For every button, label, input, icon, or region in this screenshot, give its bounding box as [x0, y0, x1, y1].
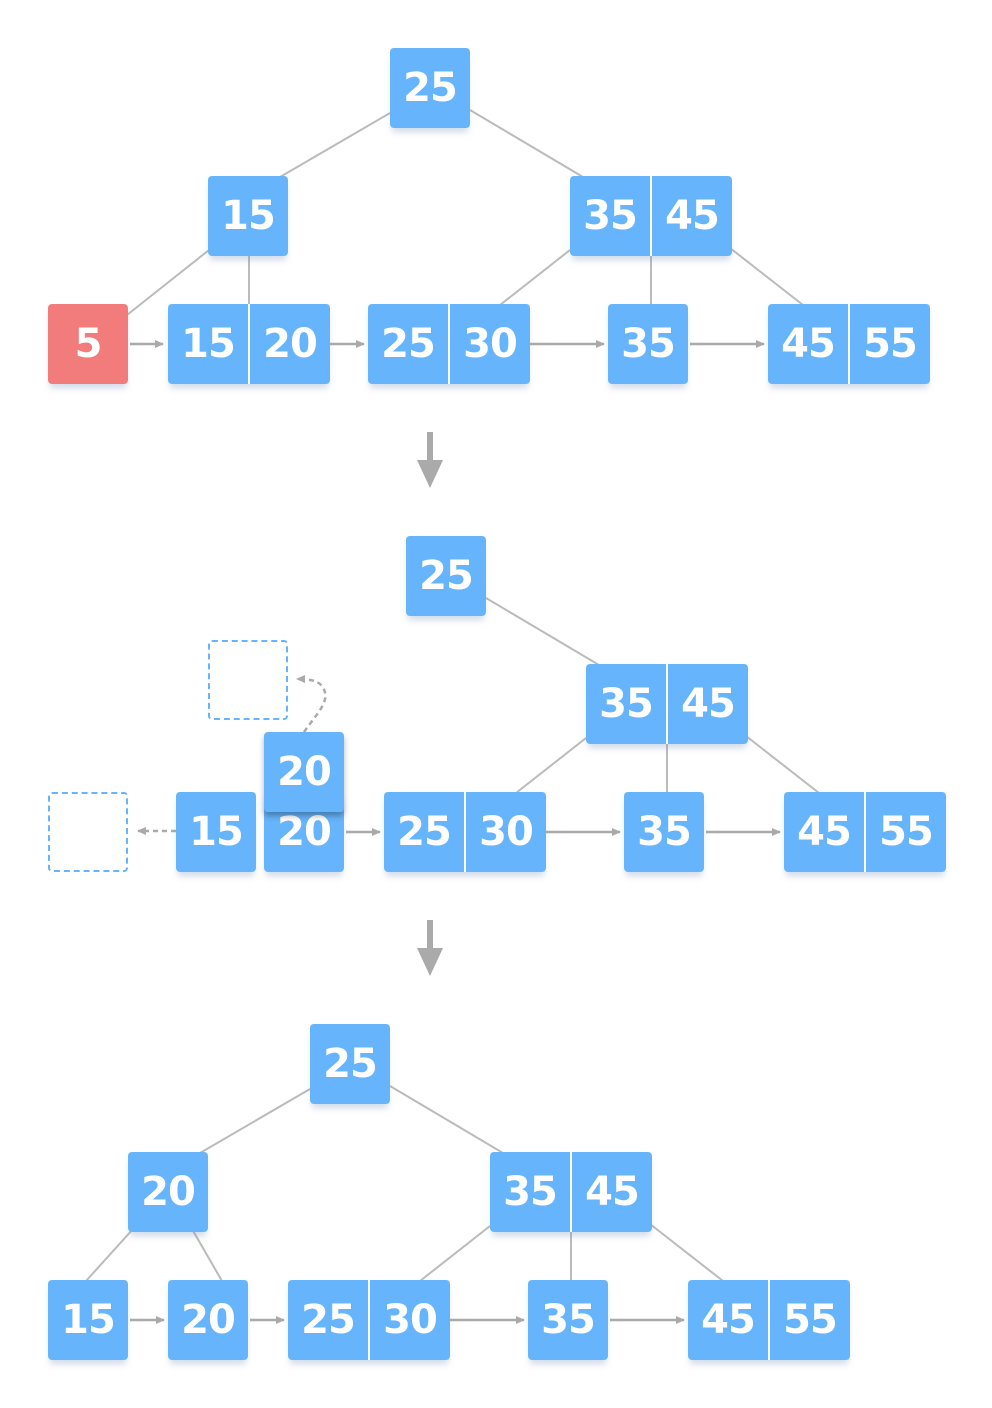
key-cell: 35: [624, 792, 704, 872]
stage1-tree-edges: [126, 109, 804, 316]
key-cell: 15: [208, 176, 288, 256]
key-cell-highlighted: 5: [48, 304, 128, 384]
key-cell: 30: [448, 304, 530, 384]
stage3-leaf-node: 20: [168, 1280, 248, 1360]
key-cell: 45: [650, 176, 732, 256]
key-cell: 25: [384, 792, 464, 872]
key-cell: 25: [390, 48, 470, 128]
stage1-internal-node-left: 15: [208, 176, 288, 256]
stage1-leaf-node: 45 55: [768, 304, 930, 384]
empty-parent-placeholder: [208, 640, 288, 720]
stage1-leaf-node: 35: [608, 304, 688, 384]
moving-key-node: 20: [264, 732, 344, 812]
key-cell: 35: [586, 664, 666, 744]
key-cell: 45: [784, 792, 864, 872]
stage2-leaf-node: 35: [624, 792, 704, 872]
stage2-leaf-node: 45 55: [784, 792, 946, 872]
key-cell: 55: [848, 304, 930, 384]
transition-arrow-2: [417, 920, 443, 976]
key-cell: 30: [464, 792, 546, 872]
key-cell: 25: [406, 536, 486, 616]
stage3-leaf-node: 45 55: [688, 1280, 850, 1360]
key-cell: 55: [864, 792, 946, 872]
key-cell: 55: [768, 1280, 850, 1360]
stage2-internal-node-right: 35 45: [586, 664, 748, 744]
stage2-leaf-node: 25 30: [384, 792, 546, 872]
key-cell: 45: [688, 1280, 768, 1360]
key-cell: 45: [768, 304, 848, 384]
stage3-leaf-node: 15: [48, 1280, 128, 1360]
stage1-leaf-node: 25 30: [368, 304, 530, 384]
stage1-root-node: 25: [390, 48, 470, 128]
key-cell: 25: [310, 1024, 390, 1104]
empty-leaf-placeholder: [48, 792, 128, 872]
stage3-internal-node-left: 20: [128, 1152, 208, 1232]
stage1-leaf-node: 15 20: [168, 304, 330, 384]
key-cell: 25: [368, 304, 448, 384]
key-cell: 35: [608, 304, 688, 384]
stage2-tree-edges: [485, 597, 820, 794]
key-cell: 15: [48, 1280, 128, 1360]
key-cell: 45: [666, 664, 748, 744]
stage1-leaf-deleted-key: 5: [48, 304, 128, 384]
stage2-dashed-arrows: [137, 675, 327, 835]
key-cell: 20: [128, 1152, 208, 1232]
key-cell: 30: [368, 1280, 450, 1360]
stage3-leaf-node: 35: [528, 1280, 608, 1360]
key-cell: 35: [528, 1280, 608, 1360]
stage2-root-node: 25: [406, 536, 486, 616]
transition-arrow-1: [417, 432, 443, 488]
stage3-root-node: 25: [310, 1024, 390, 1104]
key-cell: 15: [176, 792, 256, 872]
key-cell-moving: 20: [264, 732, 344, 812]
key-cell: 15: [168, 304, 248, 384]
stage2-leaf-node: 15: [176, 792, 256, 872]
key-cell: 20: [264, 792, 344, 872]
key-cell: 20: [248, 304, 330, 384]
stage3-leaf-node: 25 30: [288, 1280, 450, 1360]
key-cell: 20: [168, 1280, 248, 1360]
key-cell: 25: [288, 1280, 368, 1360]
key-cell: 45: [570, 1152, 652, 1232]
stage3-internal-node-right: 35 45: [490, 1152, 652, 1232]
stage1-internal-node-right: 35 45: [570, 176, 732, 256]
key-cell: 35: [570, 176, 650, 256]
stage3-tree-edges: [85, 1085, 724, 1282]
stage2-leaf-node: 20: [264, 792, 344, 872]
key-cell: 35: [490, 1152, 570, 1232]
